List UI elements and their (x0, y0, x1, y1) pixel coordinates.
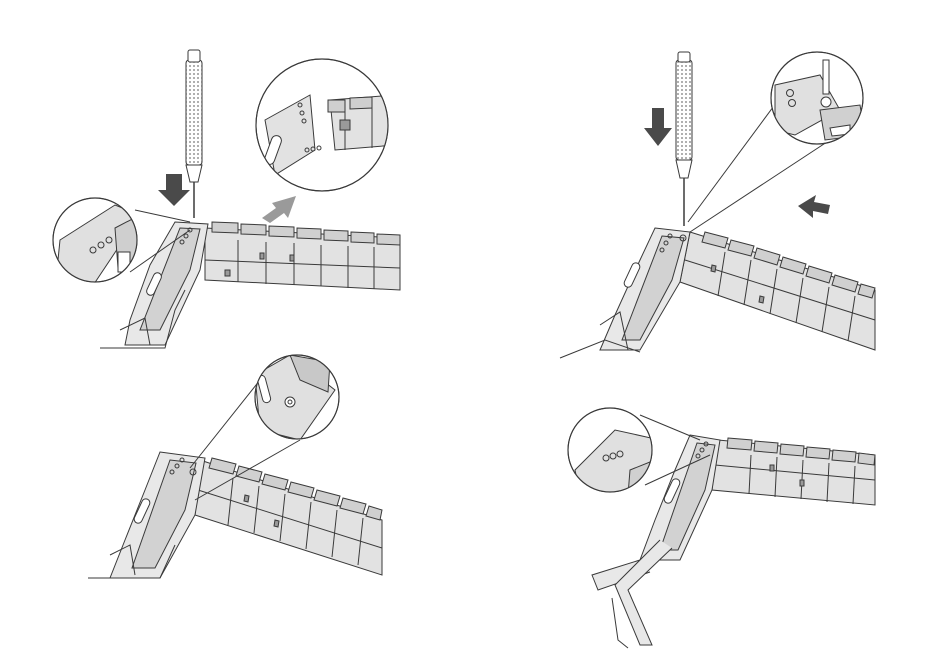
bracelet-links (680, 232, 875, 350)
down-arrow-icon (644, 108, 672, 146)
bracelet-links (195, 458, 382, 575)
screwdriver-icon (186, 50, 202, 218)
clasp (88, 452, 205, 578)
panel-step-3 (88, 355, 382, 578)
screwdriver-icon (676, 52, 692, 226)
magnifier-callout (771, 52, 865, 144)
magnifier-callout-side (53, 198, 140, 290)
magnifier-callout-top (256, 59, 395, 191)
lift-arrow-icon (262, 196, 296, 223)
bracelet-links (205, 222, 400, 290)
bracelet-links (712, 438, 875, 505)
magnifier-callout (568, 408, 660, 495)
panel-step-2 (560, 52, 875, 358)
panel-step-4 (568, 408, 875, 648)
open-clasp (592, 540, 672, 648)
down-arrow-icon (158, 174, 190, 206)
push-arrow-icon (798, 195, 830, 218)
clasp (560, 228, 690, 358)
panel-step-1 (53, 50, 400, 348)
magnifier-callout (255, 355, 339, 440)
